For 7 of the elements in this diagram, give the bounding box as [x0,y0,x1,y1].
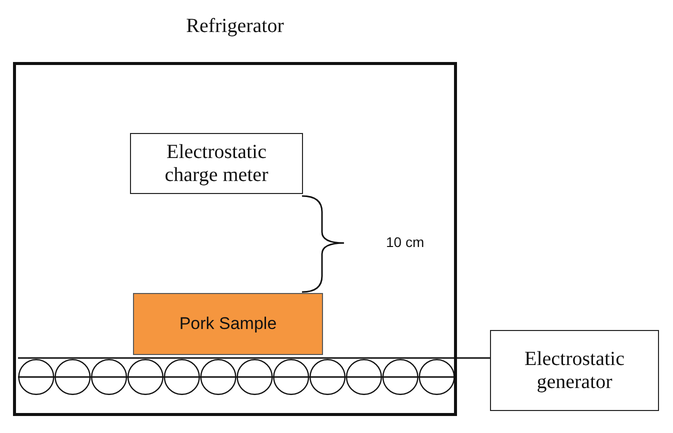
dimension-label: 10 cm [386,234,424,250]
connector-line [455,357,490,359]
meter-box: Electrostatic charge meter [130,133,303,194]
box-heading: Refrigerator [185,15,285,38]
sample-box: Pork Sample [133,293,323,355]
roller-plate-drawing [18,357,455,395]
generator-box: Electrostatic generator [490,330,659,411]
